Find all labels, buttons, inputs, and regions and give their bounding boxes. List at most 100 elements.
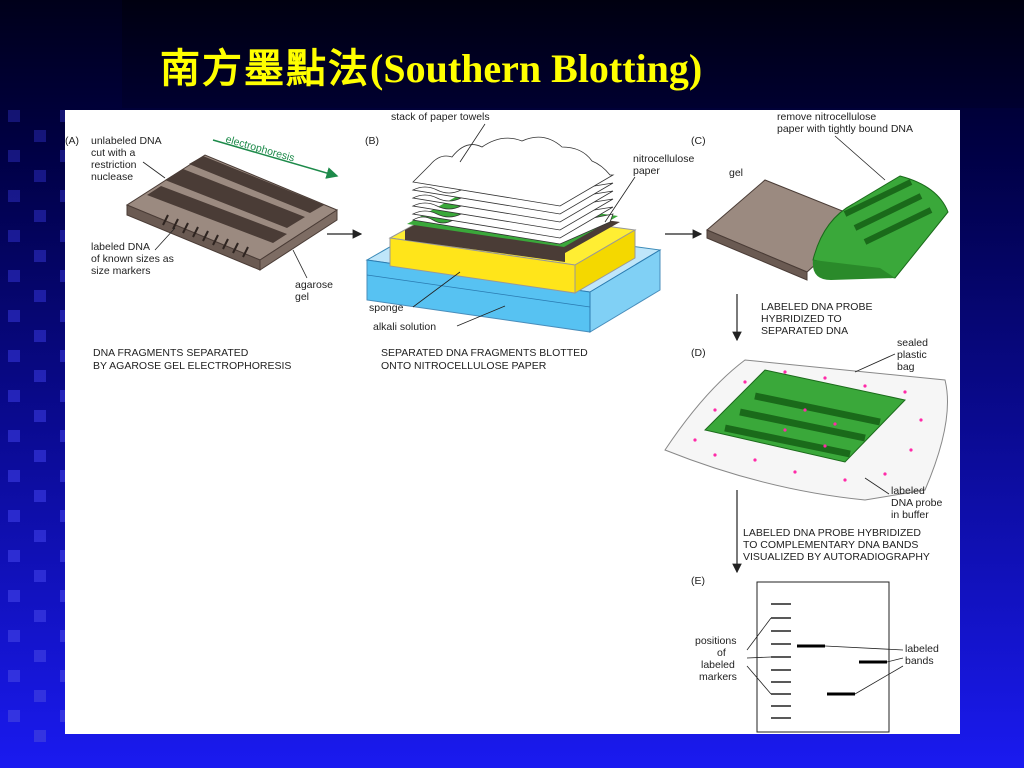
label-markers-4: markers: [699, 671, 737, 683]
label-bag-1: sealed: [897, 337, 928, 349]
leader-markers: [746, 617, 772, 695]
label-alkali: alkali solution: [373, 321, 436, 333]
step-d-1: LABELED DNA PROBE HYBRIDIZED: [743, 527, 921, 539]
label-unlabeled-dna-4: nuclease: [91, 171, 133, 183]
sidebar-square: [34, 250, 46, 262]
sidebar-square: [8, 190, 20, 202]
leader-alkali: [456, 305, 506, 327]
leader-bands: [824, 645, 904, 695]
title-chinese: 南方墨點法: [160, 45, 370, 92]
label-unlabeled-dna-2: cut with a: [91, 147, 136, 159]
nitrocellulose-peel: [812, 175, 949, 280]
leader-unlabeled: [142, 161, 166, 179]
leader-agarose: [292, 249, 308, 279]
sidebar-square: [34, 650, 46, 662]
panel-b-tag: (B): [365, 135, 379, 147]
sidebar-square: [34, 450, 46, 462]
sidebar-square: [8, 510, 20, 522]
label-nitro-1: nitrocellulose: [633, 153, 694, 165]
panel-b: (B) stack of paper towels nitrocellu: [365, 111, 694, 372]
panel-d: (D) sealed plastic bag labeled DNA probe…: [664, 337, 948, 521]
sidebar-square: [34, 330, 46, 342]
label-markers-2: of: [717, 647, 726, 659]
panel-c: (C) remove nitrocellulose paper with tig…: [691, 111, 949, 281]
sidebar-square: [34, 170, 46, 182]
sidebar-square: [34, 690, 46, 702]
leader-sponge: [412, 271, 461, 308]
label-bands-1: labeled: [905, 643, 939, 655]
panel-e-tag: (E): [691, 575, 705, 587]
sidebar-square: [8, 390, 20, 402]
probe-dots: [693, 370, 923, 482]
leader-towels: [459, 123, 486, 163]
label-bag-3: bag: [897, 361, 915, 373]
sidebar-square: [34, 610, 46, 622]
sidebar-square: [34, 370, 46, 382]
step-d-3: VISUALIZED BY AUTORADIOGRAPHY: [743, 551, 930, 563]
leader-nitro: [604, 176, 636, 223]
sidebar-square: [8, 110, 20, 122]
diagram-panel: (A) unlabeled DNA c: [65, 110, 960, 734]
panel-a-tag: (A): [65, 135, 79, 147]
marker-lines: [771, 603, 791, 719]
label-probe-3: in buffer: [891, 509, 929, 521]
sidebar-square: [8, 150, 20, 162]
label-remove-1: remove nitrocellulose: [777, 111, 876, 123]
sidebar-square: [8, 430, 20, 442]
label-gel-c: gel: [729, 167, 743, 179]
label-unlabeled-dna-3: restriction: [91, 159, 137, 171]
leader-labeled: [154, 227, 176, 251]
label-unlabeled-dna-1: unlabeled DNA: [91, 135, 162, 147]
panel-c-tag: (C): [691, 135, 706, 147]
sidebar-square: [8, 230, 20, 242]
sidebar-square: [34, 210, 46, 222]
southern-blot-diagram: (A) unlabeled DNA c: [65, 111, 949, 733]
sidebar-square: [8, 310, 20, 322]
electrophoresis-arrow: [212, 139, 339, 179]
sidebar-square: [8, 270, 20, 282]
sidebar-square: [8, 590, 20, 602]
label-paper-towels: stack of paper towels: [391, 111, 490, 123]
sidebar-square: [34, 130, 46, 142]
sidebar-square: [34, 410, 46, 422]
label-nitro-2: paper: [633, 165, 660, 177]
leader-bag: [854, 353, 896, 373]
step-c-1: LABELED DNA PROBE: [761, 301, 872, 313]
title-english: (Southern Blotting): [370, 46, 703, 91]
label-bag-2: plastic: [897, 349, 927, 361]
paper-towels: [411, 136, 615, 245]
sidebar-square: [34, 490, 46, 502]
label-agarose-2: gel: [295, 291, 309, 303]
leader-probe: [864, 477, 890, 495]
label-sponge: sponge: [369, 302, 404, 314]
label-labeled-dna-3: size markers: [91, 265, 151, 277]
sidebar-square: [8, 550, 20, 562]
panel-e: (E) positions of labeled markers: [691, 575, 939, 733]
sidebar-square: [34, 570, 46, 582]
label-remove-2: paper with tightly bound DNA: [777, 123, 913, 135]
sidebar-square: [34, 730, 46, 742]
sidebar-square: [8, 670, 20, 682]
sidebar-square: [8, 470, 20, 482]
label-agarose-1: agarose: [295, 279, 333, 291]
sidebar-square: [34, 530, 46, 542]
label-bands-2: bands: [905, 655, 934, 667]
panel-d-tag: (D): [691, 347, 706, 359]
panel-a: (A) unlabeled DNA c: [65, 133, 339, 372]
caption-a-1: DNA FRAGMENTS SEPARATED: [93, 347, 249, 359]
label-probe-1: labeled: [891, 485, 925, 497]
leader-remove: [834, 135, 886, 181]
sidebar-square: [8, 710, 20, 722]
label-labeled-dna-2: of known sizes as: [91, 253, 174, 265]
agarose-gel: [125, 154, 339, 271]
label-electrophoresis: electrophoresis: [224, 133, 296, 164]
label-markers-1: positions: [695, 635, 736, 647]
label-labeled-dna-1: labeled DNA: [91, 241, 150, 253]
sample-bands: [797, 644, 887, 696]
label-markers-3: labeled: [701, 659, 735, 671]
caption-b-1: SEPARATED DNA FRAGMENTS BLOTTED: [381, 347, 588, 359]
caption-b-2: ONTO NITROCELLULOSE PAPER: [381, 360, 547, 372]
label-probe-2: DNA probe: [891, 497, 943, 509]
sidebar-square: [8, 350, 20, 362]
step-d-2: TO COMPLEMENTARY DNA BANDS: [743, 539, 918, 551]
